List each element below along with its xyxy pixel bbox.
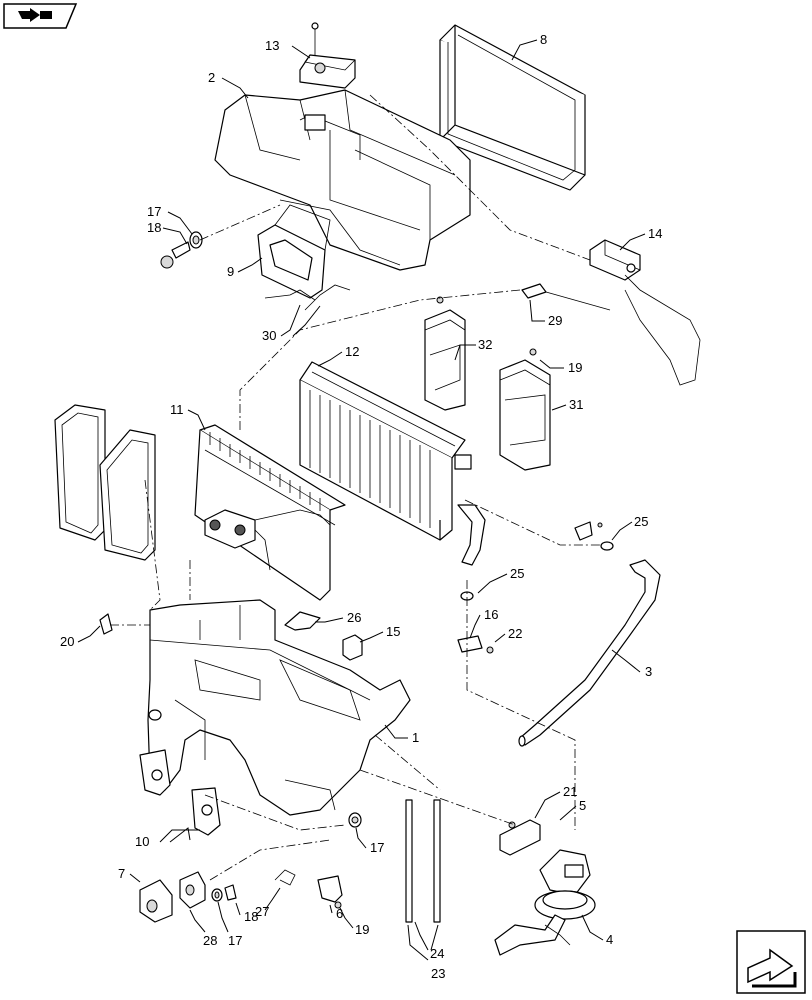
callout-7: 7 (118, 866, 125, 881)
callout-19-lower: 19 (355, 922, 369, 937)
callout-29: 29 (548, 313, 562, 328)
bracket-6 (317, 875, 343, 909)
callout-labels: 13 2 8 17 18 9 30 14 29 32 19 12 11 31 2… (60, 32, 662, 981)
callout-21: 21 (563, 784, 577, 799)
callout-9: 9 (227, 264, 234, 279)
resistor-harness-14 (589, 239, 701, 386)
callout-5: 5 (579, 798, 586, 813)
callout-17-right: 17 (370, 840, 384, 855)
lower-housing-1 (147, 599, 411, 816)
evaporator-11 (194, 424, 346, 601)
callout-19-upper: 19 (568, 360, 582, 375)
callout-26: 26 (347, 610, 361, 625)
callout-10: 10 (135, 834, 149, 849)
clip-upper-right (574, 521, 603, 541)
seals-left (54, 404, 156, 561)
callout-23: 23 (431, 966, 445, 981)
flap-32 (424, 296, 466, 411)
callout-12: 12 (345, 344, 359, 359)
callout-22: 22 (508, 626, 522, 641)
bushing-pin-upper (160, 231, 203, 269)
callout-20: 20 (60, 634, 74, 649)
bracket-26 (284, 611, 321, 631)
callout-31: 31 (569, 397, 583, 412)
clip-20 (99, 613, 113, 635)
callout-14: 14 (648, 226, 662, 241)
pipe-3 (518, 559, 661, 747)
heater-core-12 (299, 361, 486, 566)
next-page-arrow-icon[interactable] (736, 930, 806, 994)
leader-lines (77, 39, 646, 961)
callout-13: 13 (265, 38, 279, 53)
book-arrow-icon[interactable] (3, 3, 78, 29)
upper-housing-2 (214, 89, 471, 271)
callout-2: 2 (208, 70, 215, 85)
callout-18-upper: 18 (147, 220, 161, 235)
hook-clip-27 (274, 869, 296, 886)
callout-1: 1 (412, 730, 419, 745)
callout-8: 8 (540, 32, 547, 47)
water-valve-4-5 (494, 819, 596, 956)
pads-10 (139, 749, 221, 836)
connector-29 (521, 283, 611, 311)
gasket-frame-8 (439, 24, 586, 191)
drain-strips-23-24 (405, 799, 441, 923)
washer-pin-lower (211, 812, 362, 902)
callout-17-lower: 17 (228, 933, 242, 948)
duct-adapter-9 (257, 204, 331, 299)
callout-3: 3 (645, 664, 652, 679)
callout-17-upper: 17 (147, 204, 161, 219)
callout-16: 16 (484, 607, 498, 622)
callout-28: 28 (203, 933, 217, 948)
callout-6: 6 (336, 906, 343, 921)
callout-4: 4 (606, 932, 613, 947)
callout-18-lower: 18 (244, 909, 258, 924)
callout-32: 32 (478, 337, 492, 352)
block-15 (342, 634, 363, 661)
clamp-16 (457, 635, 494, 654)
wire-clips-30 (264, 284, 351, 311)
grommets-7-28 (139, 871, 206, 923)
callout-24: 24 (430, 946, 444, 961)
callout-15: 15 (386, 624, 400, 639)
module-13 (299, 22, 356, 89)
callout-27: 27 (255, 904, 269, 919)
callout-30: 30 (262, 328, 276, 343)
flap-31 (499, 348, 551, 471)
o-rings-25 (460, 541, 614, 601)
callout-25-right: 25 (634, 514, 648, 529)
callout-25-center: 25 (510, 566, 524, 581)
callout-11: 11 (170, 402, 184, 417)
